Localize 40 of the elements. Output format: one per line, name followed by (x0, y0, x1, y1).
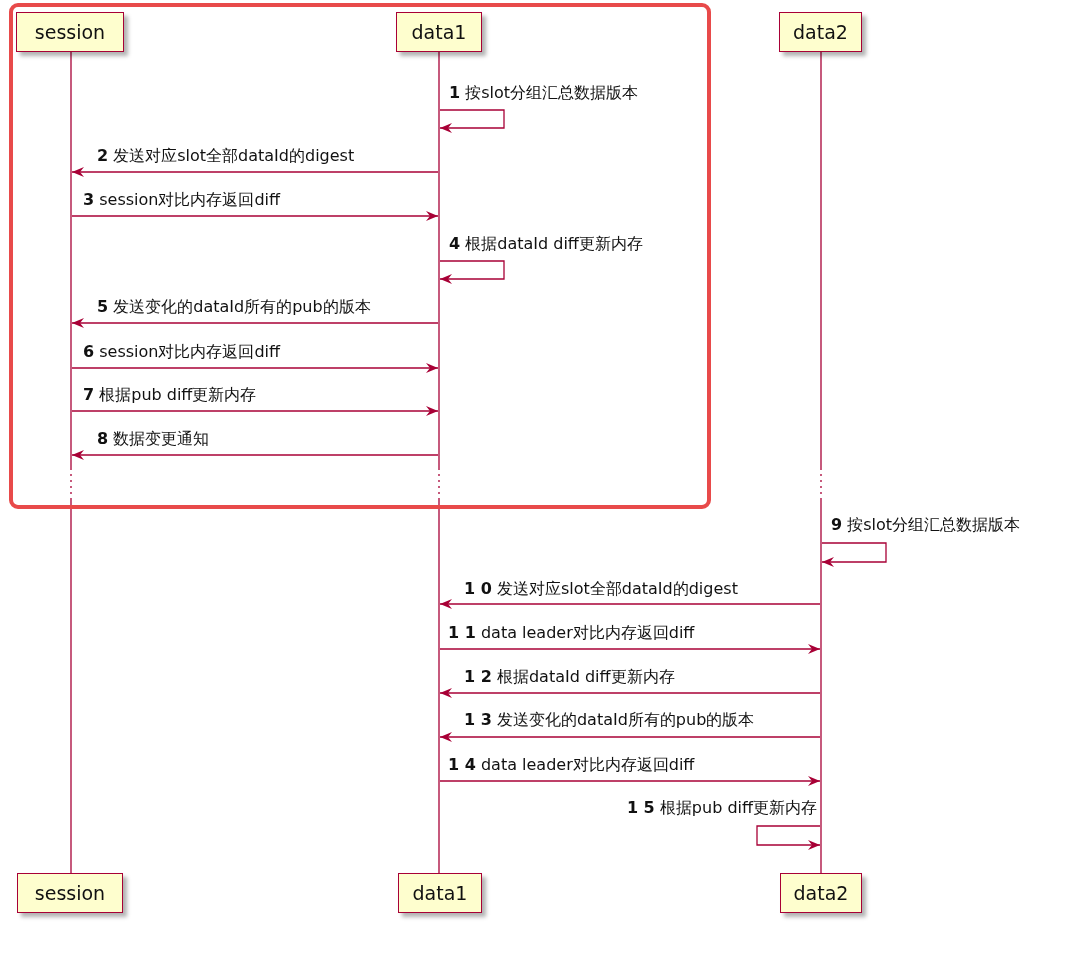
message-arrow (439, 599, 821, 609)
participant-box: data1 (396, 12, 482, 52)
message-arrow (439, 732, 821, 742)
message-arrow (71, 211, 439, 221)
message-arrow (71, 318, 439, 328)
message-label: 1 2 根据dataId diff更新内存 (463, 668, 676, 686)
highlight-frame (9, 3, 711, 509)
message-arrow (439, 644, 821, 654)
message-label: 1 0 发送对应slot全部dataId的digest (463, 580, 739, 598)
message-arrow (439, 776, 821, 786)
participant-box: data2 (780, 873, 862, 913)
message-arrow (71, 363, 439, 373)
message-label: 1 4 data leader对比内存返回diff (447, 756, 696, 774)
message-label: 1 按slot分组汇总数据版本 (448, 84, 640, 102)
participant-box: data1 (398, 873, 482, 913)
message-label: 7 根据pub diff更新内存 (82, 386, 258, 404)
message-arrow (71, 406, 439, 416)
message-label: 1 3 发送变化的dataId所有的pub的版本 (463, 711, 756, 729)
message-label: 8 数据变更通知 (96, 430, 211, 448)
lifeline (438, 52, 440, 873)
self-message-arrow (439, 260, 505, 284)
message-arrow (439, 688, 821, 698)
message-label: 4 根据dataId diff更新内存 (448, 235, 644, 253)
participant-box: session (17, 873, 123, 913)
self-message-arrow (821, 542, 887, 567)
message-label: 1 1 data leader对比内存返回diff (447, 624, 696, 642)
participant-box: data2 (779, 12, 862, 52)
self-message-arrow (756, 825, 821, 850)
message-arrow (71, 167, 439, 177)
lifeline (70, 52, 72, 873)
message-label: 3 session对比内存返回diff (82, 191, 282, 209)
message-label: 9 按slot分组汇总数据版本 (830, 516, 1022, 534)
self-message-arrow (439, 109, 505, 133)
message-label: 5 发送变化的dataId所有的pub的版本 (96, 298, 372, 316)
message-label: 2 发送对应slot全部dataId的digest (96, 147, 356, 165)
participant-box: session (16, 12, 124, 52)
message-label: 1 5 根据pub diff更新内存 (625, 799, 818, 817)
message-arrow (71, 450, 439, 460)
message-label: 6 session对比内存返回diff (82, 343, 282, 361)
lifeline (820, 52, 822, 873)
